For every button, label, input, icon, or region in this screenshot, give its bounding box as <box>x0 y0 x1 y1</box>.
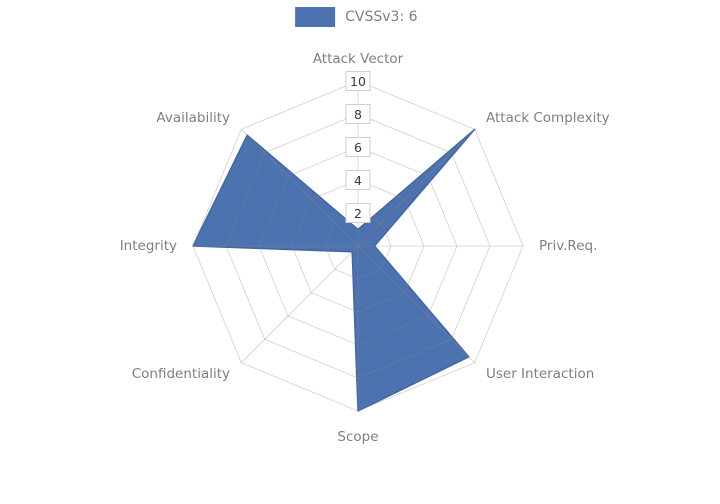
axis-label-availability: Availability <box>156 110 230 126</box>
tick-label: 8 <box>354 107 362 122</box>
axis-label-integrity: Integrity <box>120 238 177 254</box>
tick-label-box <box>345 137 371 157</box>
radar-grid-spoke <box>357 129 475 247</box>
tick-label-box <box>345 170 371 190</box>
radar-grid-ring <box>225 113 491 379</box>
axis-label-confidentiality: Confidentiality <box>132 366 230 382</box>
axis-label-attack-vector: Attack Vector <box>313 51 404 67</box>
radar-grid-spoke <box>241 245 359 363</box>
legend-swatch <box>295 7 336 27</box>
tick-label-box <box>345 71 371 91</box>
legend-label: CVSSv3: 6 <box>345 9 418 25</box>
radar-grid-spoke <box>241 129 359 247</box>
tick-label-box <box>345 104 371 124</box>
tick-label: 6 <box>354 140 362 155</box>
radar-grid-ring <box>258 146 458 346</box>
tick-label-box <box>345 203 371 223</box>
axis-label-priv-req: Priv.Req. <box>539 238 597 254</box>
legend: CVSSv3: 6 <box>295 7 418 27</box>
axis-label-user-interaction: User Interaction <box>486 366 594 382</box>
radar-grid-spoke <box>357 245 475 363</box>
radar-grid-ring <box>192 80 524 412</box>
radar-grid-ring <box>324 212 392 280</box>
radar-grid-ring <box>291 179 425 313</box>
tick-label: 2 <box>354 206 362 221</box>
axis-label-attack-complexity: Attack Complexity <box>486 110 610 126</box>
axis-label-scope: Scope <box>337 429 378 445</box>
radar-series-polygon <box>192 128 476 412</box>
tick-label: 4 <box>354 173 362 188</box>
tick-label: 10 <box>350 74 366 89</box>
